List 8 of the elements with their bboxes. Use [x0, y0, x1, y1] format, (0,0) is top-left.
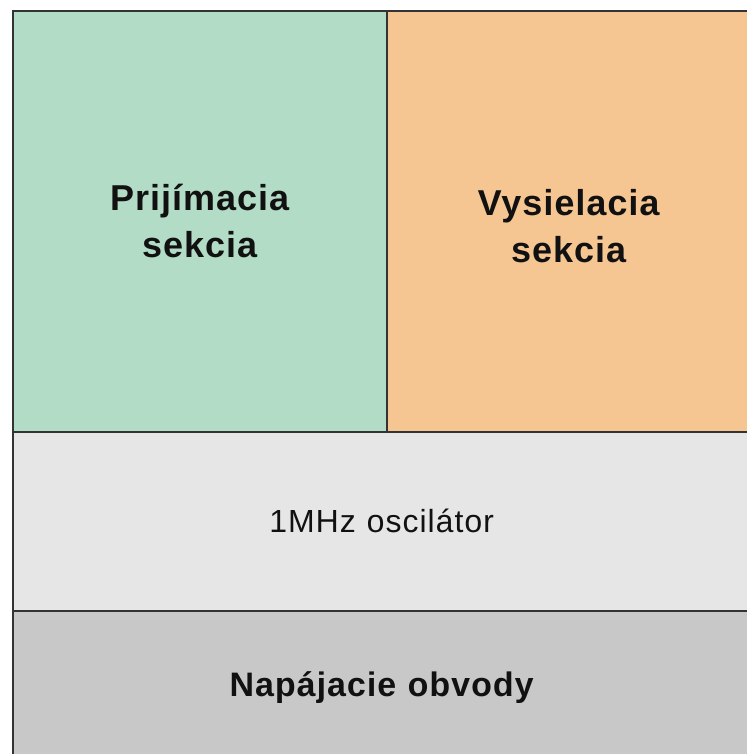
oscillator-block: [14, 433, 747, 610]
block-label: Napájacie obvody: [229, 664, 535, 706]
transmitter-section-block: [388, 12, 747, 431]
block-label: Prijímacia sekcia: [108, 176, 292, 266]
block-label: Vysielacia sekcia: [476, 180, 662, 272]
block-label: 1MHz oscilátor: [269, 502, 495, 541]
receiver-section-block: [14, 12, 386, 431]
power-supply-block: [14, 612, 747, 754]
